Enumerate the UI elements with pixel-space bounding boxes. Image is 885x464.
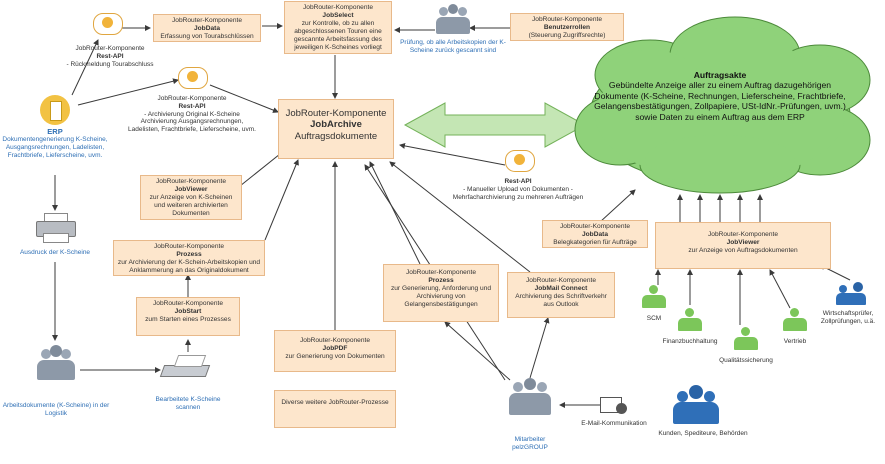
kunden-label: Kunden, Spediteure, Behörden [658,430,748,437]
auftragsakte-desc: Gebündelte Anzeige aller zu einem Auftra… [594,80,846,122]
jobpdf-desc: zur Generierung von Dokumenten [285,352,385,360]
diverse-box: Diverse weitere JobRouter-Prozesse [274,390,396,428]
jobdata-right-title: JobData [581,230,608,238]
logistik-label: Arbeitsdokumente (K-Scheine) in der Logi… [2,402,110,417]
jobarchive-box: JobRouter-Komponente JobArchive Auftrags… [278,99,394,159]
jobviewer-right-title: JobViewer [726,238,760,246]
prozess-left-desc: zur Archivierung der K-Schein-Arbeitskop… [117,258,261,274]
pruefung-label: Prüfung, ob alle Arbeitskopien der K-Sch… [400,39,506,54]
jobarchive-desc: Auftragsdokumente [294,130,378,142]
jobstart-title: JobStart [174,307,202,315]
rest-api-right: Rest-API - Manueller Upload von Dokument… [448,178,588,201]
jobmail-line1: JobRouter-Komponente [525,277,596,284]
jobarchive-line1: JobRouter-Komponente [285,108,387,119]
person-qualitaet-icon [733,327,759,351]
jobviewer-left-line1: JobRouter-Komponente [155,178,226,185]
jobviewer-right-desc: zur Anzeige von Auftragsdokumenten [688,246,798,254]
jobdata-top-line1: JobRouter-Komponente [171,17,242,24]
rest-api-top-line1: JobRouter-Komponente [75,45,145,52]
rest-api-mid: JobRouter-Komponente Rest-API - Archivie… [126,95,258,134]
jobselect-line1: JobRouter-Komponente [302,4,373,11]
rest-api-mid-title: Rest-API [178,102,206,110]
email-gear-icon [600,395,628,415]
jobviewer-left-title: JobViewer [174,185,208,193]
prozess-mid-title: Prozess [428,276,454,284]
erp-server-icon [40,95,70,125]
jobstart-box: JobRouter-Komponente JobStart zum Starte… [136,297,240,336]
person-vertrieb-icon [782,308,808,332]
role-vertrieb-label: Vertrieb [783,338,807,345]
jobmail-box: JobRouter-Komponente JobMail Connect Arc… [507,272,615,318]
rest-api-right-desc: - Manueller Upload von Dokumenten - Mehr… [452,185,584,201]
email-label: E-Mail-Kommunikation [581,420,647,427]
jobmail-title: JobMail Connect [534,284,588,292]
people-group-icon [672,385,720,425]
role-wirtschaft-label: Wirtschaftsprüfer, Zollprüfungen, u.ä. [820,310,876,325]
benutzerrollen-title: Benutzerrollen [543,23,591,31]
erp-title: ERP [47,127,63,136]
role-qualitaet-label: Qualitätssicherung [719,357,773,364]
rest-api-mid-line1: JobRouter-Komponente [157,95,227,102]
mitarbeiter-label: Mitarbeiter pelzGROUP [512,436,548,451]
rest-api-top-title: Rest-API [96,52,124,60]
people-group-icon [435,3,471,35]
jobpdf-box: JobRouter-Komponente JobPDF zur Generier… [274,330,396,372]
prozess-left-line1: JobRouter-Komponente [153,243,224,250]
people-group-icon [36,345,76,381]
jobstart-desc: zum Starten eines Prozesses [145,315,231,323]
person-wirtschaft-icon [836,282,866,306]
auftragsakte-title: Auftragsakte [693,70,747,80]
jobarchive-title: JobArchive [310,119,362,131]
erp-label: ERP Dokumentengenerierung K-Scheine, Aus… [0,127,110,159]
printer-label: Ausdruck der K-Scheine [19,249,91,256]
auftragsakte-text: Auftragsakte Gebündelte Anzeige aller zu… [592,70,848,122]
diverse-text: Diverse weitere JobRouter-Prozesse [281,399,389,406]
jobviewer-right-box: JobRouter-Komponente JobViewer zur Anzei… [655,222,831,269]
rest-api-right-title: Rest-API [504,178,532,185]
person-scm-icon [641,285,667,309]
jobviewer-right-line1: JobRouter-Komponente [707,231,778,238]
jobpdf-title: JobPDF [322,344,348,352]
printer-icon [36,213,76,243]
rest-api-top: JobRouter-Komponente Rest-API - Rückmeld… [55,45,165,68]
jobdata-top-desc: Erfassung von Tourabschlüssen [160,32,254,40]
jobpdf-line1: JobRouter-Komponente [299,337,370,344]
prozess-mid-line1: JobRouter-Komponente [405,269,476,276]
scanner-icon [159,355,211,377]
jobdata-right-box: JobRouter-Komponente JobData Belegkatego… [542,220,648,248]
jobselect-desc: zur Kontrolle, ob zu allen abgeschlossen… [294,19,382,51]
rest-api-top-desc: - Rückmeldung Tourabschluss [66,60,154,68]
gear-cloud-icon [505,150,535,172]
erp-desc: Dokumentengenerierung K-Scheine, Ausgang… [2,136,108,159]
jobviewer-left-box: JobRouter-Komponente JobViewer zur Anzei… [140,175,242,220]
scanner-label: Bearbeitete K-Scheine scannen [155,396,221,411]
double-arrow [403,102,587,148]
jobselect-title: JobSelect [322,11,354,19]
people-group-icon [508,378,552,416]
jobstart-line1: JobRouter-Komponente [152,300,223,307]
role-scm-label: SCM [646,315,662,322]
jobviewer-left-desc: zur Anzeige von K-Scheinen und weiteren … [149,193,233,217]
prozess-mid-desc: zur Generierung, Anforderung und Archivi… [390,284,492,308]
jobdata-right-line1: JobRouter-Komponente [559,223,630,230]
jobselect-box: JobRouter-Komponente JobSelect zur Kontr… [284,1,392,54]
prozess-left-box: JobRouter-Komponente Prozess zur Archivi… [113,240,265,276]
jobdata-top-title: JobData [193,24,220,32]
jobdata-right-desc: Belegkategorien für Aufträge [553,238,637,246]
role-finanz-label: Finanzbuchhaltung [662,338,718,345]
benutzerrollen-line1: JobRouter-Komponente [531,16,602,23]
person-finanz-icon [677,308,703,332]
rest-api-mid-desc: - Archivierung Original K-Scheine Archiv… [128,110,256,134]
gear-cloud-icon [93,13,123,35]
prozess-mid-box: JobRouter-Komponente Prozess zur Generie… [383,264,499,322]
jobdata-top-box: JobRouter-Komponente JobData Erfassung v… [153,14,261,42]
jobmail-desc: Archivierung des Schriftverkehr aus Outl… [515,292,607,308]
benutzerrollen-box: JobRouter-Komponente Benutzerrollen (Ste… [510,13,624,41]
prozess-left-title: Prozess [176,250,202,258]
gear-cloud-icon [178,67,208,89]
benutzerrollen-desc: (Steuerung Zugriffsrechte) [528,31,606,39]
